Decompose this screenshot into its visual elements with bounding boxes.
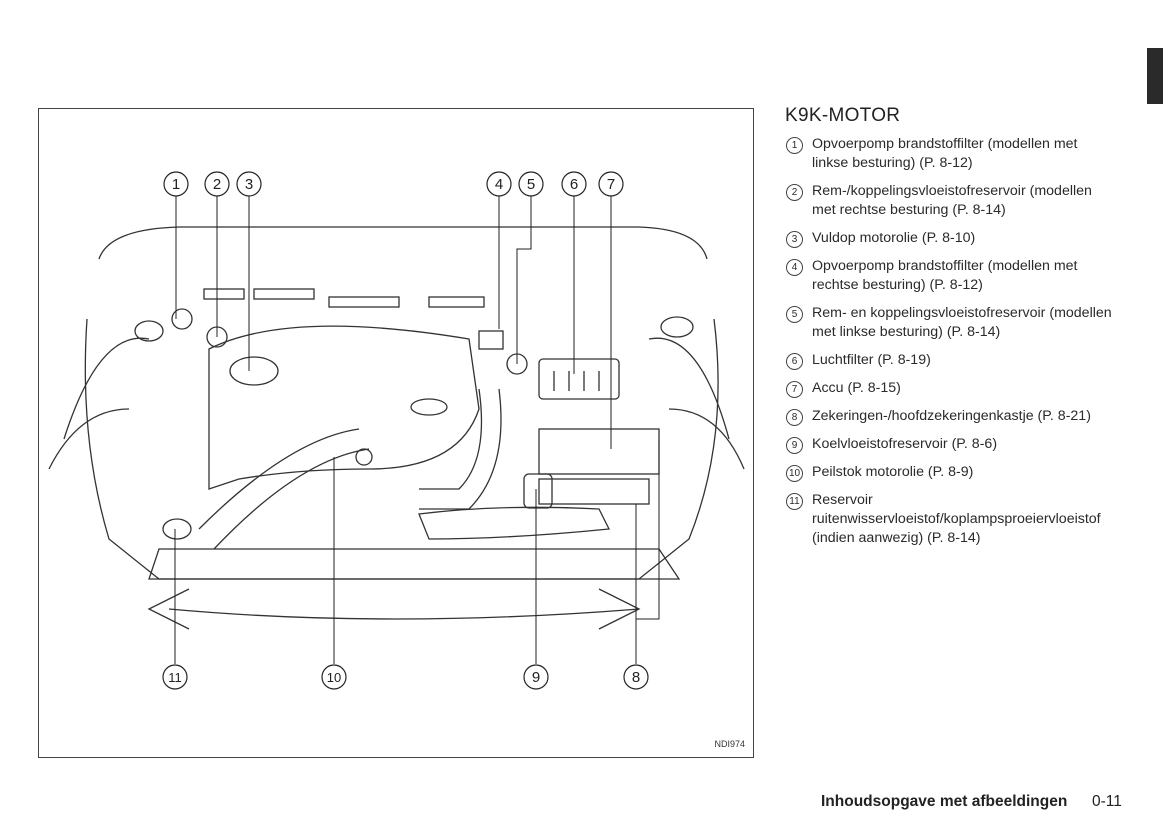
legend-item: 2 Rem-/koppelingsvloeistofreservoir (mode… bbox=[786, 182, 1116, 220]
callout-number: 6 bbox=[570, 176, 578, 193]
legend-item: 11 Reservoir ruitenwisservloeistof/koplam… bbox=[786, 491, 1116, 548]
callout-9: 9 bbox=[523, 664, 549, 690]
callout-number: 11 bbox=[168, 670, 182, 685]
battery bbox=[538, 428, 660, 475]
callout-number: 3 bbox=[245, 176, 253, 193]
engine-bay-figure: 1 2 3 4 5 6 7 11 10 9 8 NDI974 bbox=[38, 108, 754, 758]
callout-number: 8 bbox=[632, 669, 640, 686]
legend-item: 7 Accu (P. 8-15) bbox=[786, 379, 1116, 398]
legend-item: 8 Zekeringen-/hoofdzekeringenkastje (P. 8… bbox=[786, 407, 1116, 426]
legend-text: Vuldop motorolie (P. 8-10) bbox=[812, 230, 976, 246]
legend-number: 8 bbox=[786, 409, 803, 426]
radiator-support bbox=[148, 548, 681, 580]
callout-number: 2 bbox=[213, 176, 221, 193]
legend-number: 6 bbox=[786, 353, 803, 370]
callouts-bottom: 11 10 9 8 bbox=[162, 664, 649, 690]
callout-number: 10 bbox=[327, 670, 341, 685]
callout-2: 2 bbox=[204, 171, 230, 197]
footer-chapter-title: Inhoudsopgave met afbeeldingen bbox=[821, 793, 1068, 810]
callout-number: 5 bbox=[527, 176, 535, 193]
section-title: K9K-MOTOR bbox=[785, 105, 901, 126]
legend-text: Opvoerpomp brandstoffilter (modellen met… bbox=[812, 136, 1078, 171]
fuse-box bbox=[538, 478, 650, 505]
legend-text: Peilstok motorolie (P. 8-9) bbox=[812, 464, 974, 480]
legend-number: 9 bbox=[786, 437, 803, 454]
legend-number: 3 bbox=[786, 231, 803, 248]
brand-emblem bbox=[410, 398, 448, 416]
legend-text: Zekeringen-/hoofdzekeringenkastje (P. 8-… bbox=[812, 408, 1091, 424]
engine-bay-illustration: 1 2 3 4 5 6 7 11 10 9 8 bbox=[48, 171, 745, 690]
left-strut-tower bbox=[134, 320, 164, 342]
callouts-top: 1 2 3 4 5 6 7 bbox=[163, 171, 624, 197]
callout-number: 7 bbox=[607, 176, 615, 193]
right-strut-tower bbox=[660, 316, 694, 338]
callout-number: 1 bbox=[172, 176, 180, 193]
legend-number: 5 bbox=[786, 306, 803, 323]
callout-10: 10 bbox=[321, 664, 347, 690]
callout-5: 5 bbox=[518, 171, 544, 197]
legend-number: 1 bbox=[786, 137, 803, 154]
legend-item: 1 Opvoerpomp brandstoffilter (modellen me… bbox=[786, 135, 1116, 173]
callout-1: 1 bbox=[163, 171, 189, 197]
legend-item: 9 Koelvloeistofreservoir (P. 8-6) bbox=[786, 435, 1116, 454]
washer-reservoir bbox=[162, 518, 192, 540]
callout-number: 9 bbox=[532, 669, 540, 686]
oil-dipstick bbox=[355, 448, 373, 466]
hood-edge bbox=[98, 226, 708, 260]
callout-number: 4 bbox=[495, 176, 503, 193]
page-number: 0-11 bbox=[1092, 793, 1122, 810]
callout-4: 4 bbox=[486, 171, 512, 197]
chapter-tab-marker bbox=[1147, 48, 1163, 104]
legend-item: 4 Opvoerpomp brandstoffilter (modellen me… bbox=[786, 257, 1116, 295]
legend-text: Rem- en koppelingsvloeistofreservoir (mo… bbox=[812, 305, 1112, 340]
callout-7: 7 bbox=[598, 171, 624, 197]
engine-cover bbox=[208, 325, 480, 490]
legend-number: 11 bbox=[786, 493, 803, 510]
legend-text: Luchtfilter (P. 8-19) bbox=[812, 352, 931, 368]
legend-number: 10 bbox=[786, 465, 803, 482]
left-wheel-arch bbox=[63, 337, 150, 440]
legend-item: 3 Vuldop motorolie (P. 8-10) bbox=[786, 229, 1116, 248]
figure-code: NDI974 bbox=[714, 739, 745, 749]
legend-text: Accu (P. 8-15) bbox=[812, 380, 901, 396]
legend-number: 4 bbox=[786, 259, 803, 276]
callout-6: 6 bbox=[561, 171, 587, 197]
legend-item: 6 Luchtfilter (P. 8-19) bbox=[786, 351, 1116, 370]
legend-text: Reservoir ruitenwisservloeistof/koplamps… bbox=[812, 492, 1101, 546]
legend-number: 7 bbox=[786, 381, 803, 398]
callout-11: 11 bbox=[162, 664, 188, 690]
coolant-reservoir bbox=[523, 473, 553, 509]
legend-text: Opvoerpomp brandstoffilter (modellen met… bbox=[812, 258, 1078, 293]
oil-filler-cap bbox=[229, 356, 279, 386]
legend-number: 2 bbox=[786, 184, 803, 201]
right-wheel-arch bbox=[648, 337, 730, 440]
legend-item: 5 Rem- en koppelingsvloeistofreservoir (m… bbox=[786, 304, 1116, 342]
callout-8: 8 bbox=[623, 664, 649, 690]
air-filter-box bbox=[538, 358, 620, 400]
callout-3: 3 bbox=[236, 171, 262, 197]
legend-text: Koelvloeistofreservoir (P. 8-6) bbox=[812, 436, 998, 452]
legend-text: Rem-/koppelingsvloeistofreservoir (model… bbox=[812, 183, 1092, 218]
legend-item: 10 Peilstok motorolie (P. 8-9) bbox=[786, 463, 1116, 482]
